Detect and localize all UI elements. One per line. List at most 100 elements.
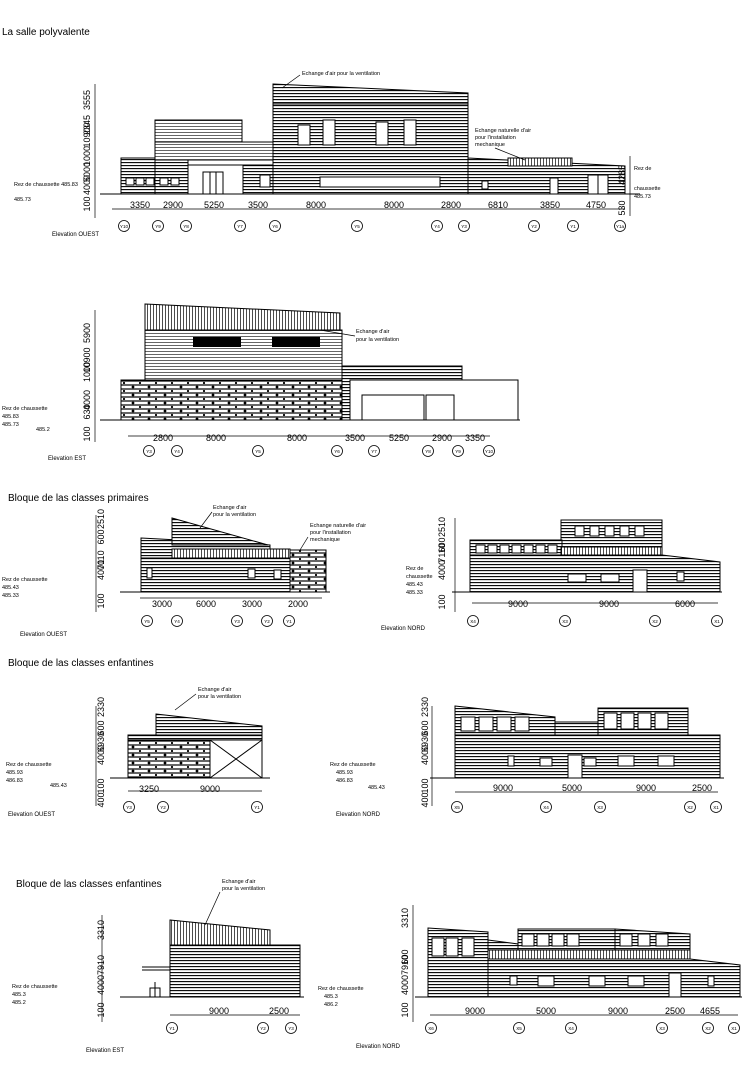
ground-level-label: Rez de chaussette [2,577,48,583]
ground-level-c: 485.43 [368,785,385,791]
grid-axis-label: X3 [659,1026,665,1031]
ground-level-c: 485.43 [50,783,67,789]
note-natural-air-3: mechanique [475,142,505,148]
ground-level-label: Rez de chaussette [6,762,52,768]
height-dimension-label: 4000 [96,975,106,995]
grid-axis-marker: X6 [425,1022,437,1034]
height-dimension-label: 2330 [96,697,106,717]
height-dimension-label: 100 [82,426,92,441]
grid-axis-label: X5 [454,805,460,810]
grid-axis-label: Y2 [160,805,166,810]
grid-axis-label: X3 [562,619,568,624]
height-dimension-label: 600 [420,720,430,735]
height-dimension-label: 600 [437,537,447,552]
grid-axis-marker: Y7 [368,445,380,457]
grid-axis-label: X5 [516,1026,522,1031]
grid-axis-marker: Y3 [231,615,243,627]
ground-level-b: 485.33 [406,590,423,596]
elevation-primaires-ouest: Bloque de las classes primaires Echange … [2,493,366,638]
note-ventilation: Echange d'air pour la ventilation [302,71,380,77]
elevation-caption: Elevation OUEST [8,812,55,818]
grid-axis-marker: Y3 [123,801,135,813]
elevation-caption: Elevation EST [48,456,86,462]
height-dimension-label: 10900 [82,347,92,372]
ground-level-b: 485.33 [2,593,19,599]
grid-axis-marker: Y6 [331,445,343,457]
grid-axis-label: Y4 [174,619,180,624]
ground-level-b: 486.83 [6,778,23,784]
dimension-label: 5250 [389,433,409,443]
height-dimension-label: 600 [96,529,106,544]
grid-axis-marker: Y3 [458,220,470,232]
grid-axis-label: Y7 [371,449,377,454]
height-dimension-label: 5900 [82,323,92,343]
height-dimension-label: 100 [400,1002,410,1017]
grid-axis-marker: X3 [559,615,571,627]
note-ventilation-a: Echange d'air [213,505,247,511]
grid-axis-marker: Y4 [171,445,183,457]
grid-axis-label: Y10 [485,449,494,454]
grid-axis-marker: X1 [711,615,723,627]
grid-axis-marker: Y8 [422,445,434,457]
ground-level-a: 485.93 [6,770,23,776]
height-dimension-label: 2510 [96,509,106,529]
elevation-salle-ouest: La salle polyvalente Echange d'air pour … [2,27,661,238]
height-dimension-label: 1000 [82,362,92,382]
ground-level-label: Rez de chaussette 485.83 [14,182,78,188]
elevation-enfantines-nord-2: Rez de chaussette 485.3 486.2 Elevation … [318,905,742,1050]
dimension-label: 4750 [586,200,606,210]
height-dimension-label: 600 [400,949,410,964]
grid-axis-label: Y7 [237,224,243,229]
height-dimension-label: 4000 [82,175,92,195]
dimension-label: 9000 [636,783,656,793]
grid-axis-label: Y10 [120,224,129,229]
dimension-label: 2900 [432,433,452,443]
ground-level-label: Rez de chaussette [12,984,58,990]
grid-axis-marker: Y1 [567,220,579,232]
note-natural-air-1: Echange naturelle d'air [475,128,531,134]
note-ventilation-b: pour la ventilation [198,694,241,700]
height-dimension-label: 4000 [400,975,410,995]
elevation-salle-est: Echange d'air pour la ventilation Rez de… [2,303,520,462]
grid-axis-marker: Y4 [431,220,443,232]
dimension-label: 3000 [242,599,262,609]
ground-level-c: 485.2 [36,427,50,433]
height-dimension-label: 630 [82,404,92,419]
grid-axis-marker: X5 [451,801,463,813]
grid-axis-marker: Y3 [143,445,155,457]
ground-level-label-1: Rez de [406,566,423,572]
note-natural-air-3: mechanique [310,537,340,543]
elevation-enfantines-ouest: Bloque de las classes enfantines Echange… [6,658,270,818]
dimension-label: 2500 [692,783,712,793]
grid-axis-label: Y1 [286,619,292,624]
section-title: Bloque de las classes primaires [8,493,149,504]
ground-level-label: Rez de chaussette [2,406,48,412]
height-dimension-label: 10900 [82,122,92,147]
grid-axis-marker: Y5 [141,615,153,627]
grid-axis-marker: Y1 [251,801,263,813]
elevation-primaires-nord: Rez de chaussette 485.43 485.33 Elevatio… [381,518,722,632]
dimension-label: 9000 [508,599,528,609]
grid-axis-label: X2 [687,805,693,810]
dimension-label: 8000 [306,200,326,210]
height-dimension-label: 4000 [96,745,106,765]
grid-axis-marker: Y10 [118,220,130,232]
grid-axis-marker: Y7 [234,220,246,232]
height-dimension-label: 2510 [437,517,447,537]
section-title: Bloque de las classes enfantines [8,658,154,669]
dimension-label: 3250 [139,784,159,794]
dimension-label: 9000 [209,1006,229,1016]
grid-axis-marker: Y2 [261,615,273,627]
height-dimension-label: 100 [437,594,447,609]
dimension-label: 2900 [163,200,183,210]
grid-axis-label: X2 [705,1026,711,1031]
grid-axis-label: X4 [470,619,476,624]
ground-level-label: Rez de chaussette [330,762,376,768]
dimension-label: 2000 [288,599,308,609]
dimension-label: 3350 [130,200,150,210]
grid-axis-marker: X4 [540,801,552,813]
grid-axis-label: X3 [597,805,603,810]
dimension-label: 9000 [493,783,513,793]
